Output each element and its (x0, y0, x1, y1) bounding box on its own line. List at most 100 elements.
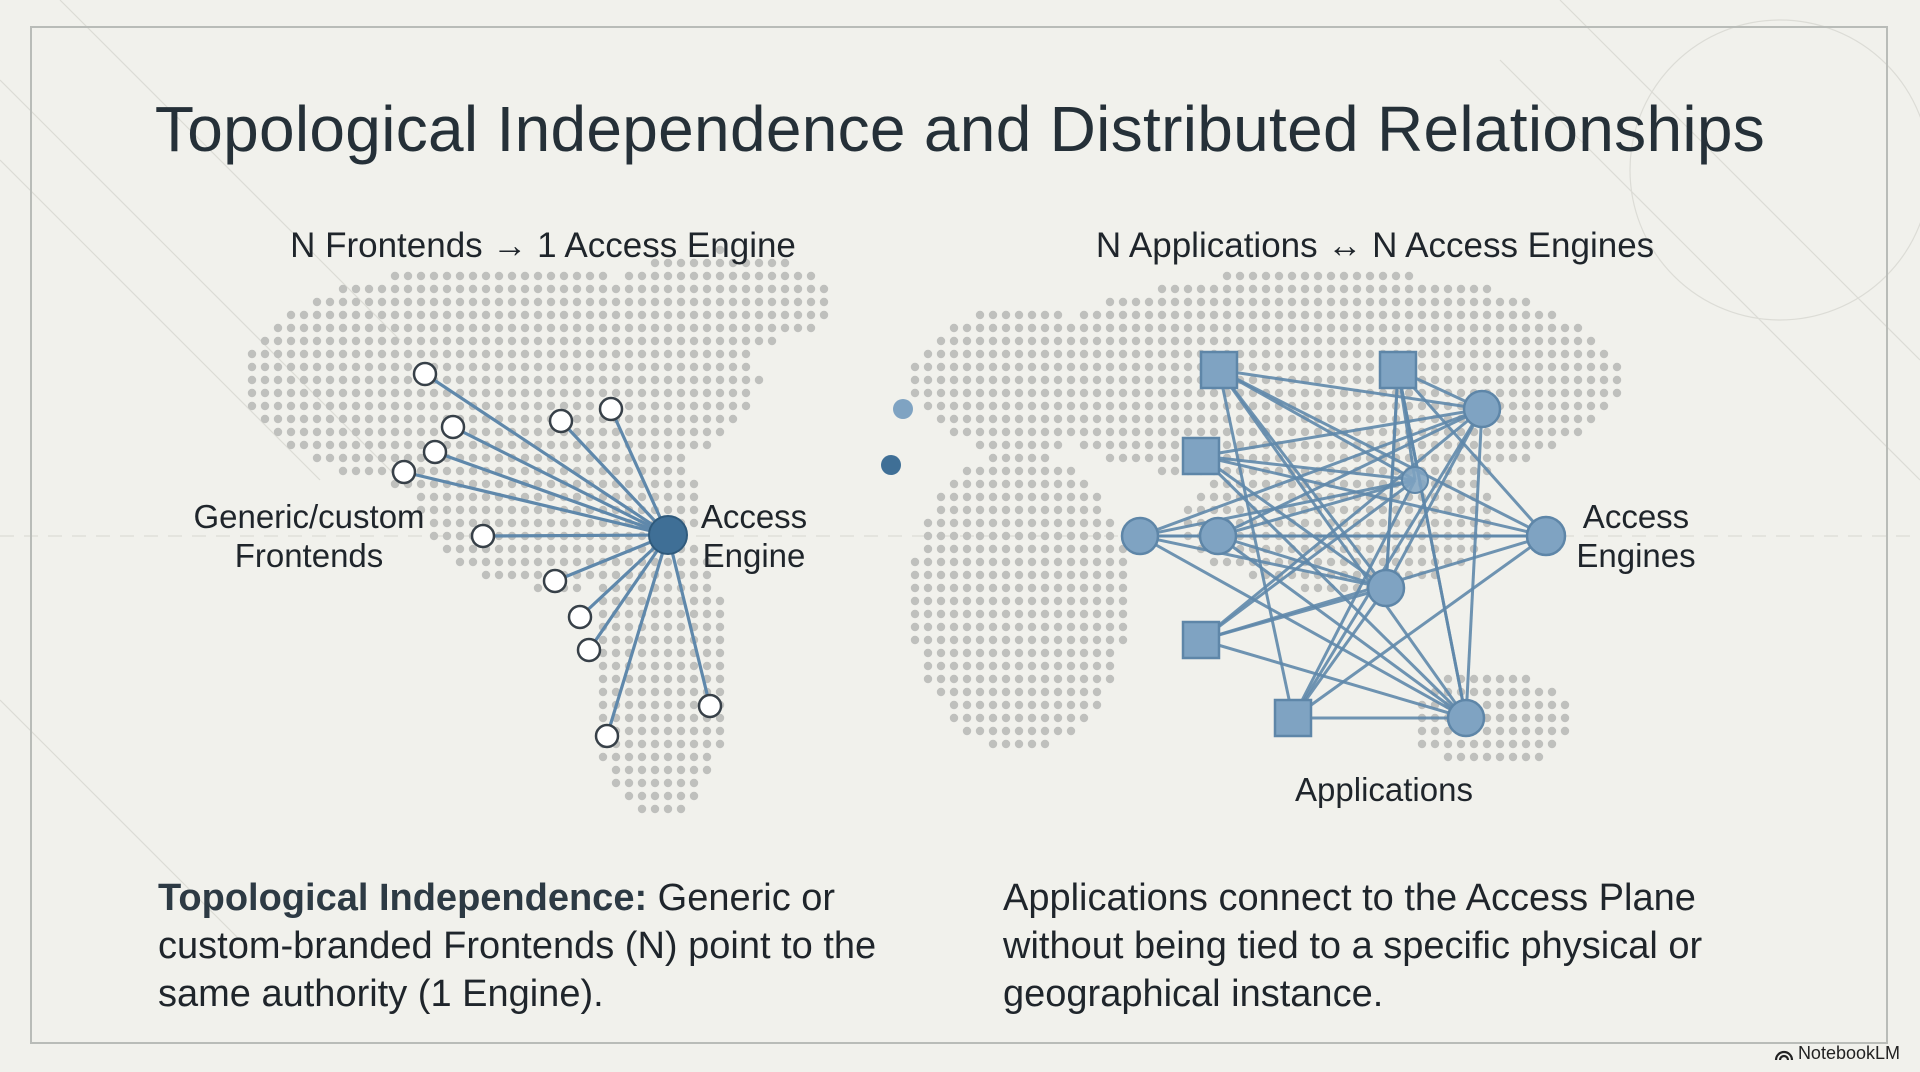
map-dot (741, 323, 751, 333)
map-dot (364, 284, 374, 294)
map-dot (338, 310, 348, 320)
map-dot (1079, 479, 1089, 489)
map-dot (429, 388, 439, 398)
map-dot (1053, 440, 1063, 450)
application-node (1199, 350, 1239, 390)
map-dot (1274, 492, 1284, 502)
map-dot (390, 271, 400, 281)
map-dot (1339, 336, 1349, 346)
map-dot (1157, 284, 1167, 294)
map-dot (1456, 479, 1466, 489)
map-dot (390, 362, 400, 372)
map-dot (1209, 297, 1219, 307)
map-dot (1235, 427, 1245, 437)
map-dot (741, 375, 751, 385)
map-dot (1352, 362, 1362, 372)
map-dot (338, 427, 348, 437)
map-dot (1014, 531, 1024, 541)
map-dot (1105, 349, 1115, 359)
map-dot (1170, 284, 1180, 294)
map-dot (1378, 427, 1388, 437)
map-dot (1469, 466, 1479, 476)
map-dot (1547, 427, 1557, 437)
map-dot (533, 401, 543, 411)
map-dot (1014, 323, 1024, 333)
map-dot (1027, 492, 1037, 502)
map-dot (559, 440, 569, 450)
map-dot (559, 349, 569, 359)
map-dot (1027, 336, 1037, 346)
map-dot (1014, 349, 1024, 359)
map-dot (1521, 323, 1531, 333)
map-dot (1222, 297, 1232, 307)
map-dot (1027, 518, 1037, 528)
map-dot (312, 414, 322, 424)
map-dot (481, 388, 491, 398)
map-dot (1014, 544, 1024, 554)
map-dot (1079, 362, 1089, 372)
map-dot (572, 362, 582, 372)
map-dot (481, 492, 491, 502)
map-dot (1521, 388, 1531, 398)
map-dot (1261, 362, 1271, 372)
map-dot (793, 297, 803, 307)
map-dot (260, 362, 270, 372)
map-dot (507, 544, 517, 554)
map-dot (1482, 375, 1492, 385)
map-dot (312, 388, 322, 398)
map-dot (975, 375, 985, 385)
map-dot (1313, 362, 1323, 372)
map-dot (1378, 518, 1388, 528)
map-dot (702, 427, 712, 437)
map-dot (1365, 375, 1375, 385)
map-dot (754, 323, 764, 333)
map-dot (1079, 440, 1089, 450)
map-dot (1014, 492, 1024, 502)
engine-node (1401, 466, 1429, 494)
map-dot (702, 297, 712, 307)
map-dot (1040, 401, 1050, 411)
map-dot (455, 466, 465, 476)
map-dot (1209, 336, 1219, 346)
map-dot (715, 284, 725, 294)
map-dot (520, 505, 530, 515)
map-dot (1352, 284, 1362, 294)
map-dot (494, 271, 504, 281)
map-dot (1040, 336, 1050, 346)
map-dot (676, 505, 686, 515)
map-dot (364, 453, 374, 463)
map-dot (1443, 297, 1453, 307)
map-dot (702, 349, 712, 359)
map-dot (1339, 310, 1349, 320)
map-dot (1573, 349, 1583, 359)
map-dot (377, 466, 387, 476)
map-dot (403, 297, 413, 307)
map-dot (767, 284, 777, 294)
right-caption: Applications connect to the Access Plane… (1003, 877, 1703, 1015)
map-dot (1391, 336, 1401, 346)
map-dot (1092, 310, 1102, 320)
map-dot (1352, 297, 1362, 307)
map-dot (377, 375, 387, 385)
map-dot (1352, 336, 1362, 346)
map-dot (546, 297, 556, 307)
map-dot (468, 492, 478, 502)
map-dot (1222, 492, 1232, 502)
map-dot (1469, 362, 1479, 372)
map-dot (1456, 505, 1466, 515)
map-dot (1066, 362, 1076, 372)
map-dot (1183, 349, 1193, 359)
map-dot (1482, 362, 1492, 372)
map-dot (611, 362, 621, 372)
map-dot (286, 414, 296, 424)
map-dot (585, 362, 595, 372)
map-dot (1560, 401, 1570, 411)
map-dot (611, 388, 621, 398)
map-dot (1378, 271, 1388, 281)
map-dot (637, 388, 647, 398)
map-dot (624, 479, 634, 489)
map-dot (1001, 531, 1011, 541)
map-dot (520, 453, 530, 463)
blueprint-lines (0, 0, 1920, 941)
map-dot (663, 310, 673, 320)
